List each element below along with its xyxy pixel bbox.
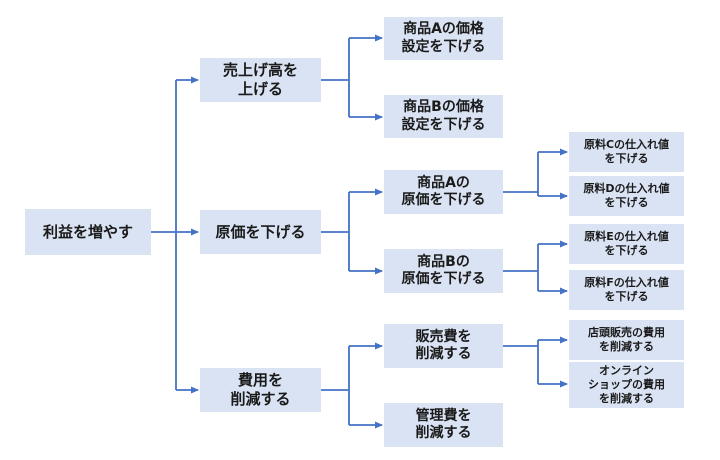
node-text: 原料Dの仕入れ値: [583, 181, 670, 195]
node-costB: 商品Bの 原価を下げる: [384, 249, 503, 293]
node-matE: 原料Eの仕入れ値 を下げる: [569, 224, 684, 264]
node-text: 商品Aの価格: [403, 21, 484, 37]
node-text: 原料Cの仕入れ値: [583, 137, 670, 151]
node-text: 原価を下げる: [401, 192, 486, 208]
node-text: オンライン: [599, 363, 654, 377]
node-text: 原価を下げる: [401, 271, 486, 287]
node-text: 原料Eの仕入れ値: [584, 229, 669, 243]
node-costA: 商品Aの 原価を下げる: [384, 170, 503, 214]
node-text: 商品Aの: [417, 174, 470, 191]
node-storeExp: 店頭販売の費用 を削減する: [569, 320, 684, 360]
node-mgmtExp: 管理費を 削減する: [384, 403, 503, 447]
node-text: 利益を増やす: [42, 222, 133, 241]
node-text: 原料Fの仕入れ値: [584, 275, 669, 289]
node-text: ショップの費用: [588, 377, 665, 391]
node-expense: 費用を 削減する: [200, 368, 321, 412]
node-text: を下げる: [604, 290, 649, 303]
node-text: 管理費を: [415, 407, 472, 424]
node-text: 削減する: [415, 425, 472, 441]
node-text: 原価を下げる: [215, 222, 306, 241]
node-priceB: 商品Bの価格 設定を下げる: [384, 95, 503, 138]
node-text: を削減する: [599, 392, 654, 406]
node-onlineExp: オンライン ショップの費用 を削減する: [569, 362, 684, 408]
node-text: 費用を: [237, 371, 283, 390]
node-text: 商品Bの: [417, 253, 470, 270]
node-matF: 原料Fの仕入れ値 を下げる: [569, 270, 684, 310]
node-text: 販売費を: [415, 328, 472, 345]
node-matD: 原料Dの仕入れ値 を下げる: [569, 176, 684, 216]
node-matC: 原料Cの仕入れ値 を下げる: [569, 132, 684, 172]
node-text: 商品Bの価格: [403, 99, 484, 115]
node-text: を削減する: [599, 340, 654, 353]
node-root: 利益を増やす: [25, 209, 151, 255]
node-text: 店頭販売の費用: [588, 325, 665, 339]
node-text: を下げる: [604, 196, 649, 209]
node-text: 売上げ高を: [222, 61, 298, 80]
node-salesExp: 販売費を 削減する: [384, 324, 503, 368]
node-text: を下げる: [604, 244, 649, 257]
node-cost: 原価を下げる: [200, 210, 321, 254]
node-sales: 売上げ高を 上げる: [200, 58, 321, 102]
node-text: を下げる: [604, 152, 649, 165]
node-text: 削減する: [415, 346, 472, 362]
node-text: 削減する: [230, 390, 291, 408]
node-text: 設定を下げる: [401, 116, 486, 133]
node-priceA: 商品Aの価格 設定を下げる: [384, 17, 503, 60]
node-text: 設定を下げる: [401, 38, 486, 55]
node-text: 上げる: [237, 80, 283, 98]
